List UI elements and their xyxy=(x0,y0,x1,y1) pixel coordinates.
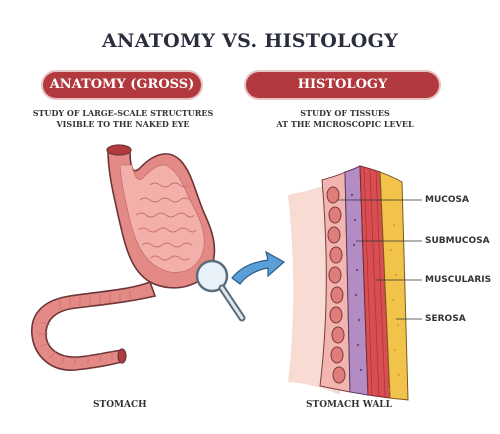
stomach-caption: STOMACH xyxy=(93,400,147,410)
magnifying-glass-icon xyxy=(195,259,246,322)
histology-heading: HISTOLOGY (MICROSCOPIC) xyxy=(246,72,439,118)
label-muscularis: MUSCULARIS xyxy=(425,275,492,285)
anatomy-description-line2: VISIBLE TO THE NAKED EYE xyxy=(56,119,190,129)
label-mucosa: MUCOSA xyxy=(425,195,469,205)
stomach-illustration xyxy=(31,144,216,371)
histology-description-line2: AT THE MICROSCOPIC LEVEL xyxy=(276,119,414,129)
stomach-wall-illustration xyxy=(288,165,422,401)
histology-description-line1: STUDY OF TISSUES xyxy=(300,108,390,118)
arrow-icon xyxy=(231,250,286,285)
stomach-inner xyxy=(119,164,205,273)
stomach-wall-caption: STOMACH WALL xyxy=(306,400,392,410)
histology-description: STUDY OF TISSUES AT THE MICROSCOPIC LEVE… xyxy=(250,108,440,130)
anatomy-heading: ANATOMY (GROSS) xyxy=(43,72,201,98)
anatomy-description-line1: STUDY OF LARGE-SCALE STRUCTURES xyxy=(32,108,214,118)
diagram-title: ANATOMY VS. HISTOLOGY xyxy=(102,30,398,52)
label-submucosa: SUBMUCOSA xyxy=(425,236,490,246)
label-serosa: SEROSA xyxy=(425,314,466,324)
serosa-layer xyxy=(379,171,409,401)
anatomy-description: STUDY OF LARGE-SCALE STRUCTURES VISIBLE … xyxy=(28,108,218,130)
duodenum xyxy=(31,280,157,371)
